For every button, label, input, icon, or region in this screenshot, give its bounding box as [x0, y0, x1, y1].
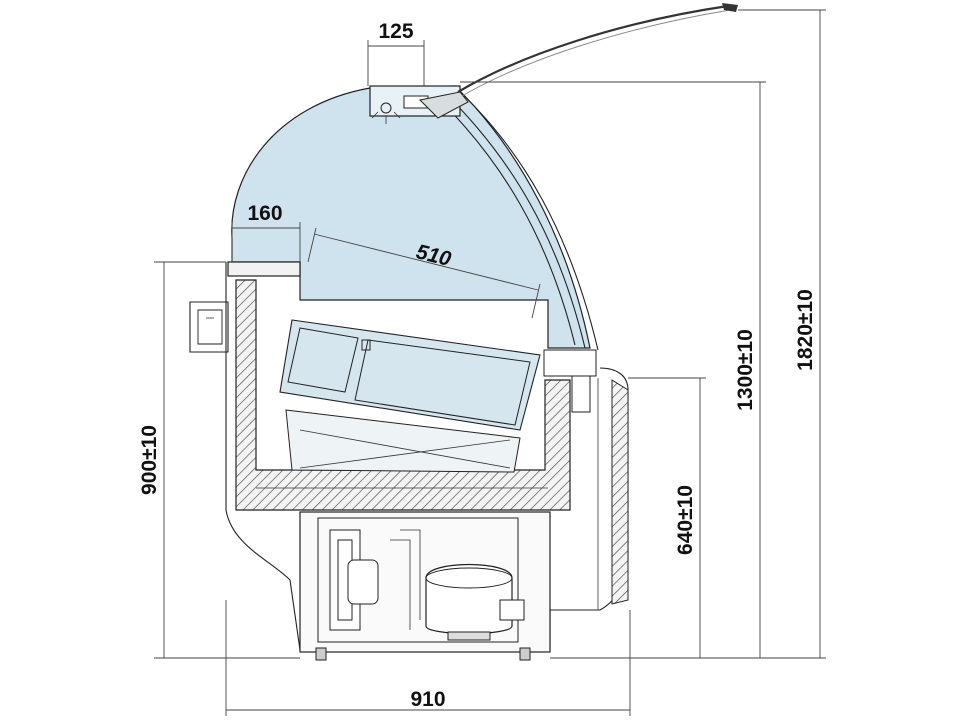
dimension-counter-height-label: 900±10: [138, 425, 161, 495]
lamp-housing: [369, 85, 469, 124]
dimension-ledge-width-label: 160: [247, 202, 282, 225]
gelato-trays: [279, 319, 541, 473]
dimension-depth: 910: [225, 600, 631, 716]
dimension-front-height: 640±10: [550, 377, 706, 659]
dimension-counter-height: 900±10: [138, 261, 300, 659]
side-bin: [189, 301, 229, 353]
dimension-top-width-label: 125: [378, 20, 413, 43]
dimension-front-height-label: 640±10: [674, 485, 697, 555]
dimension-total-height-label: 1820±10: [794, 289, 817, 371]
machine-compartment: [299, 511, 551, 661]
dimension-glass-height: 1300±10: [460, 81, 766, 659]
dimension-depth-label: 910: [410, 688, 445, 711]
glass-dome: [231, 85, 599, 351]
dimension-ledge-width: 160: [231, 202, 301, 262]
dimension-top-width: 125: [367, 20, 425, 86]
lifted-front-glass: [457, 3, 738, 97]
insulated-tub: [227, 261, 597, 511]
dimension-glass-height-label: 1300±10: [734, 329, 757, 411]
dimension-total-height: 1820±10: [738, 9, 826, 659]
cabinet-body: [225, 262, 629, 651]
